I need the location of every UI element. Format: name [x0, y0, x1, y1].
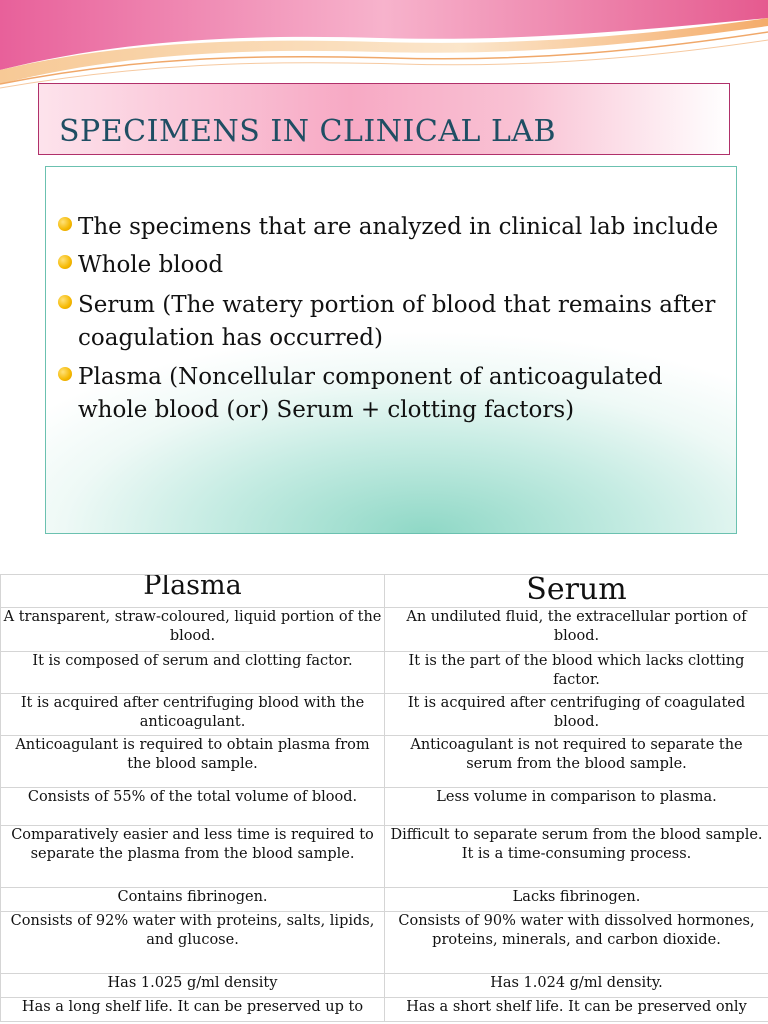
bullet-dot-icon	[58, 367, 72, 381]
bullet-item: Serum (The watery portion of blood that …	[58, 289, 733, 355]
title-banner: SPECIMENS IN CLINICAL LAB	[38, 83, 730, 155]
table-row: A transparent, straw-coloured, liquid po…	[0, 607, 768, 652]
table-cell: Consists of 55% of the total volume of b…	[0, 787, 385, 826]
table-cell: Comparatively easier and less time is re…	[0, 825, 385, 888]
table-row: Comparatively easier and less time is re…	[0, 825, 768, 888]
table-row: Consists of 92% water with proteins, sal…	[0, 911, 768, 974]
bullet-content-box: The specimens that are analyzed in clini…	[45, 166, 737, 534]
table-row: Anticoagulant is required to obtain plas…	[0, 735, 768, 788]
table-cell: It is the part of the blood which lacks …	[384, 651, 768, 694]
table-cell: An undiluted fluid, the extracellular po…	[384, 607, 768, 652]
bullet-text: Serum (The watery portion of blood that …	[78, 292, 716, 351]
table-row: Has 1.025 g/ml density Has 1.024 g/ml de…	[0, 973, 768, 998]
table-cell: A transparent, straw-coloured, liquid po…	[0, 607, 385, 652]
bullet-text: Whole blood	[78, 252, 224, 278]
bullet-item: Whole blood	[58, 249, 733, 282]
table-cell: Lacks fibrinogen.	[384, 887, 768, 912]
table-cell: It is acquired after centrifuging of coa…	[384, 693, 768, 736]
table-cell: Has 1.025 g/ml density	[0, 973, 385, 998]
header-wave-decoration	[0, 0, 768, 89]
table-cell: Has a short shelf life. It can be preser…	[384, 997, 768, 1022]
table-cell: Consists of 92% water with proteins, sal…	[0, 911, 385, 974]
bullet-dot-icon	[58, 255, 72, 269]
table-cell: Contains fibrinogen.	[0, 887, 385, 912]
table-row: Contains fibrinogen. Lacks fibrinogen.	[0, 887, 768, 912]
bullet-text: Plasma (Noncellular component of anticoa…	[78, 364, 663, 423]
table-cell: Consists of 90% water with dissolved hor…	[384, 911, 768, 974]
table-cell: It is acquired after centrifuging blood …	[0, 693, 385, 736]
table-cell: It is composed of serum and clotting fac…	[0, 651, 385, 694]
table-cell: Anticoagulant is not required to separat…	[384, 735, 768, 788]
table-row: It is composed of serum and clotting fac…	[0, 651, 768, 694]
column-header-serum: Serum	[384, 574, 768, 608]
table-cell: Difficult to separate serum from the blo…	[384, 825, 768, 888]
table-row: Has a long shelf life. It can be preserv…	[0, 997, 768, 1022]
table-cell: Anticoagulant is required to obtain plas…	[0, 735, 385, 788]
table-cell: Less volume in comparison to plasma.	[384, 787, 768, 826]
table-row: It is acquired after centrifuging blood …	[0, 693, 768, 736]
page-title: SPECIMENS IN CLINICAL LAB	[59, 114, 557, 149]
comparison-table: Plasma Serum A transparent, straw-colour…	[0, 574, 768, 1022]
bullet-item: Plasma (Noncellular component of anticoa…	[58, 361, 733, 427]
table-header-row: Plasma Serum	[0, 574, 768, 608]
bullet-dot-icon	[58, 295, 72, 309]
table-cell: Has a long shelf life. It can be preserv…	[0, 997, 385, 1022]
table-cell: Has 1.024 g/ml density.	[384, 973, 768, 998]
table-row: Consists of 55% of the total volume of b…	[0, 787, 768, 826]
bullet-item: The specimens that are analyzed in clini…	[58, 211, 733, 244]
bullet-text: The specimens that are analyzed in clini…	[78, 214, 719, 240]
column-header-plasma: Plasma	[0, 574, 385, 608]
bullet-dot-icon	[58, 217, 72, 231]
